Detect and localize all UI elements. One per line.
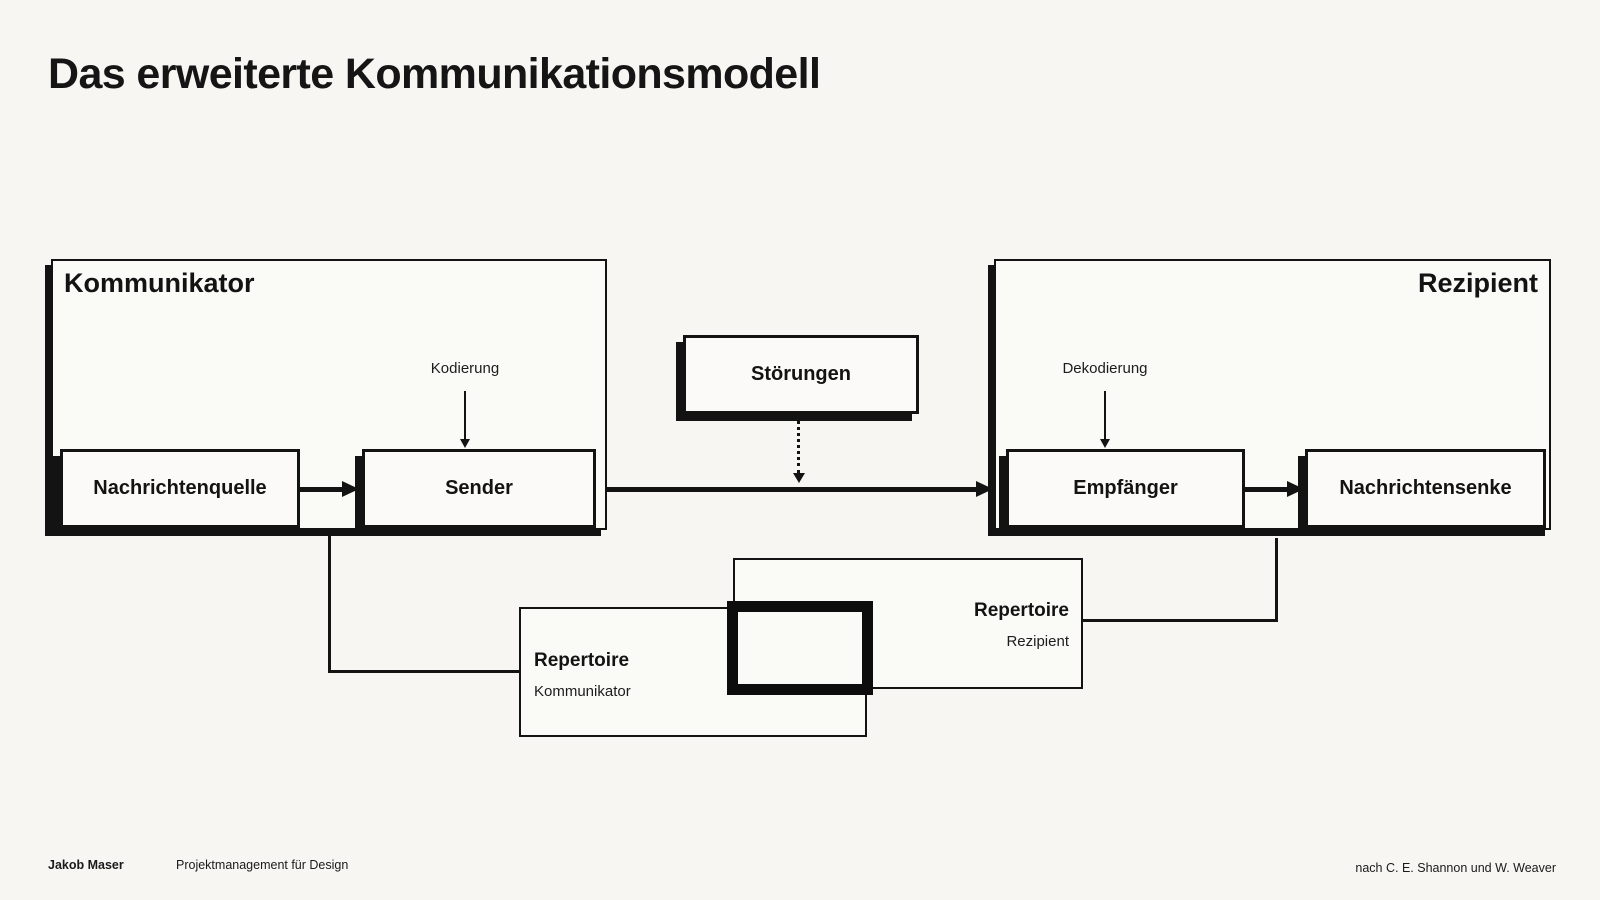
nachrichtensenke-label: Nachrichtensenke (1339, 477, 1512, 499)
empfaenger-label: Empfänger (1073, 477, 1178, 499)
stoerungen-box: Störungen (683, 335, 919, 414)
repertoire-rezipient-subtitle: Rezipient (1006, 633, 1069, 650)
empfaenger-senke-arrow-line (1244, 487, 1288, 492)
slide-title: Das erweiterte Kommunikationsmodell (48, 50, 821, 98)
nachrichtensenke-box: Nachrichtensenke (1305, 449, 1546, 528)
rezipient-repertoire-connector-vertical (1275, 538, 1278, 622)
kommunikator-repertoire-connector-horizontal (328, 670, 519, 673)
dekodierung-label: Dekodierung (1062, 360, 1148, 377)
footer-attribution: nach C. E. Shannon und W. Weaver (1355, 861, 1556, 875)
repertoire-intersection-rect (727, 601, 873, 695)
kodierung-label: Kodierung (430, 360, 500, 377)
kommunikator-label: Kommunikator (64, 268, 255, 298)
stoerungen-dotted-arrow-line (797, 414, 800, 474)
quelle-sender-arrow-line (299, 487, 343, 492)
empfaenger-senke-arrow-head (1287, 481, 1304, 497)
dekodierung-arrow-line (1104, 391, 1106, 440)
repertoire-kommunikator-title: Repertoire (534, 650, 630, 671)
channel-arrow-line (607, 487, 977, 492)
empfaenger-box: Empfänger (1006, 449, 1245, 528)
footer-project: Projektmanagement für Design (176, 858, 349, 872)
footer-author: Jakob Maser (48, 858, 124, 872)
nachrichtenquelle-box: Nachrichtenquelle (60, 449, 300, 528)
dekodierung-arrow-head (1100, 439, 1110, 448)
kodierung-arrow-head (460, 439, 470, 448)
sender-box: Sender (362, 449, 596, 528)
kodierung-arrow-line (464, 391, 466, 440)
repertoire-kommunikator-subtitle: Kommunikator (534, 683, 631, 700)
stoerungen-label: Störungen (751, 363, 851, 385)
repertoire-rezipient-title: Repertoire (973, 600, 1069, 621)
sender-label: Sender (445, 477, 513, 499)
rezipient-label: Rezipient (1417, 268, 1538, 298)
nachrichtenquelle-label: Nachrichtenquelle (93, 477, 267, 499)
kommunikator-repertoire-connector-vertical (328, 536, 331, 673)
quelle-sender-arrow-head (342, 481, 359, 497)
stoerungen-dotted-arrow-head (793, 473, 805, 483)
rezipient-repertoire-connector-horizontal (1083, 619, 1277, 622)
channel-arrow-head (976, 481, 993, 497)
